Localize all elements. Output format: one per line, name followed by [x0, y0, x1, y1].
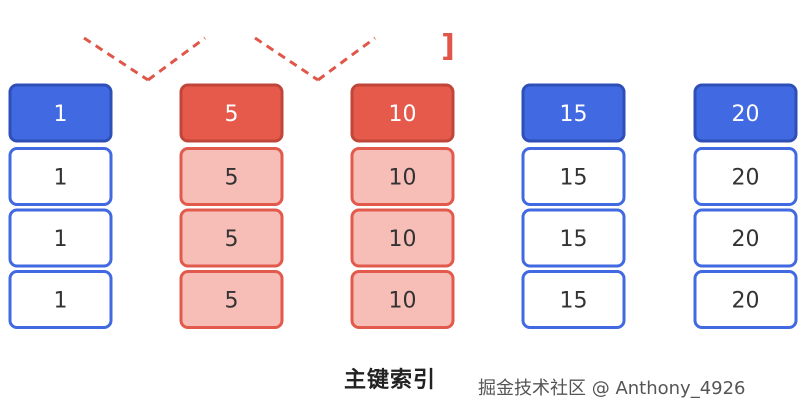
- key-header-box: [179, 83, 284, 143]
- key-row-box: [179, 208, 284, 268]
- key-row-label: 20: [732, 289, 760, 314]
- key-row-box: [521, 208, 626, 268]
- index-column-5: 5 5 5 5: [179, 83, 284, 329]
- key-row-box: [179, 270, 284, 329]
- key-row-box: [693, 208, 798, 268]
- key-row-label: 1: [54, 289, 68, 314]
- key-row-label: 15: [560, 289, 588, 314]
- key-row-box: [521, 147, 626, 206]
- key-row-label: 1: [54, 166, 68, 191]
- key-header-label: 20: [732, 102, 760, 127]
- key-row-label: 20: [732, 166, 760, 191]
- key-header-label: 1: [54, 102, 68, 127]
- range-end-bracket: ]: [441, 29, 455, 64]
- key-row-box: [8, 270, 113, 329]
- key-row-box: [350, 208, 455, 268]
- dashed-line-1: [83, 36, 149, 82]
- key-row-label: 10: [389, 289, 417, 314]
- dashed-line-2: [147, 36, 206, 82]
- index-column-15: 15 15 15 15: [521, 83, 626, 329]
- key-row-box: [350, 270, 455, 329]
- dashed-line-4: [317, 36, 376, 82]
- key-header-box: [521, 83, 626, 143]
- range-indicator-lines: [83, 36, 376, 82]
- key-row-label: 5: [225, 289, 239, 314]
- key-row-box: [693, 147, 798, 206]
- key-row-box: [350, 147, 455, 206]
- key-row-label: 1: [54, 227, 68, 252]
- key-row-box: [693, 270, 798, 329]
- key-row-box: [8, 208, 113, 268]
- key-header-box: [8, 83, 113, 143]
- index-column-10: 10 10 10 10: [350, 83, 455, 329]
- key-header-box: [350, 83, 455, 143]
- key-row-box: [179, 147, 284, 206]
- key-row-label: 5: [225, 227, 239, 252]
- index-column-1: 1 1 1 1: [8, 83, 113, 329]
- key-row-box: [8, 147, 113, 206]
- key-row-label: 15: [560, 227, 588, 252]
- key-header-box: [693, 83, 798, 143]
- key-row-label: 10: [389, 227, 417, 252]
- key-header-label: 15: [560, 102, 588, 127]
- diagram-caption: 主键索引: [344, 368, 437, 393]
- index-column-20: 20 20 20 20: [693, 83, 798, 329]
- watermark: 掘金技术社区 @ Anthony_4926: [478, 378, 746, 399]
- key-header-label: 5: [225, 102, 239, 127]
- dashed-line-3: [254, 36, 319, 82]
- key-header-label: 10: [389, 102, 417, 127]
- key-row-label: 5: [225, 166, 239, 191]
- key-row-label: 15: [560, 166, 588, 191]
- key-row-label: 20: [732, 227, 760, 252]
- key-row-label: 10: [389, 166, 417, 191]
- key-row-box: [521, 270, 626, 329]
